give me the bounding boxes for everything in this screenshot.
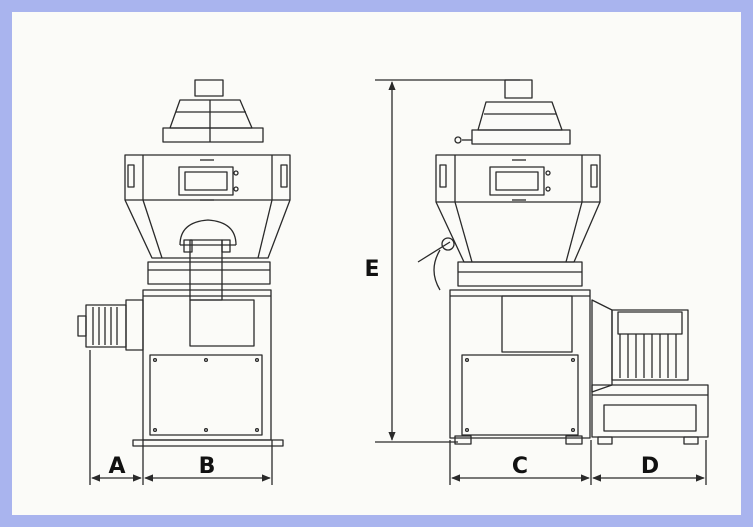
front-view-machine xyxy=(77,79,291,447)
dimension-lines xyxy=(89,79,707,485)
dimension-label-d: D xyxy=(640,454,660,479)
dimension-label-a: A xyxy=(108,454,126,479)
dimension-label-e: E xyxy=(364,257,380,282)
side-view-machine xyxy=(417,79,709,445)
dimension-label-c: C xyxy=(511,454,529,479)
dimension-label-b: B xyxy=(198,454,216,479)
